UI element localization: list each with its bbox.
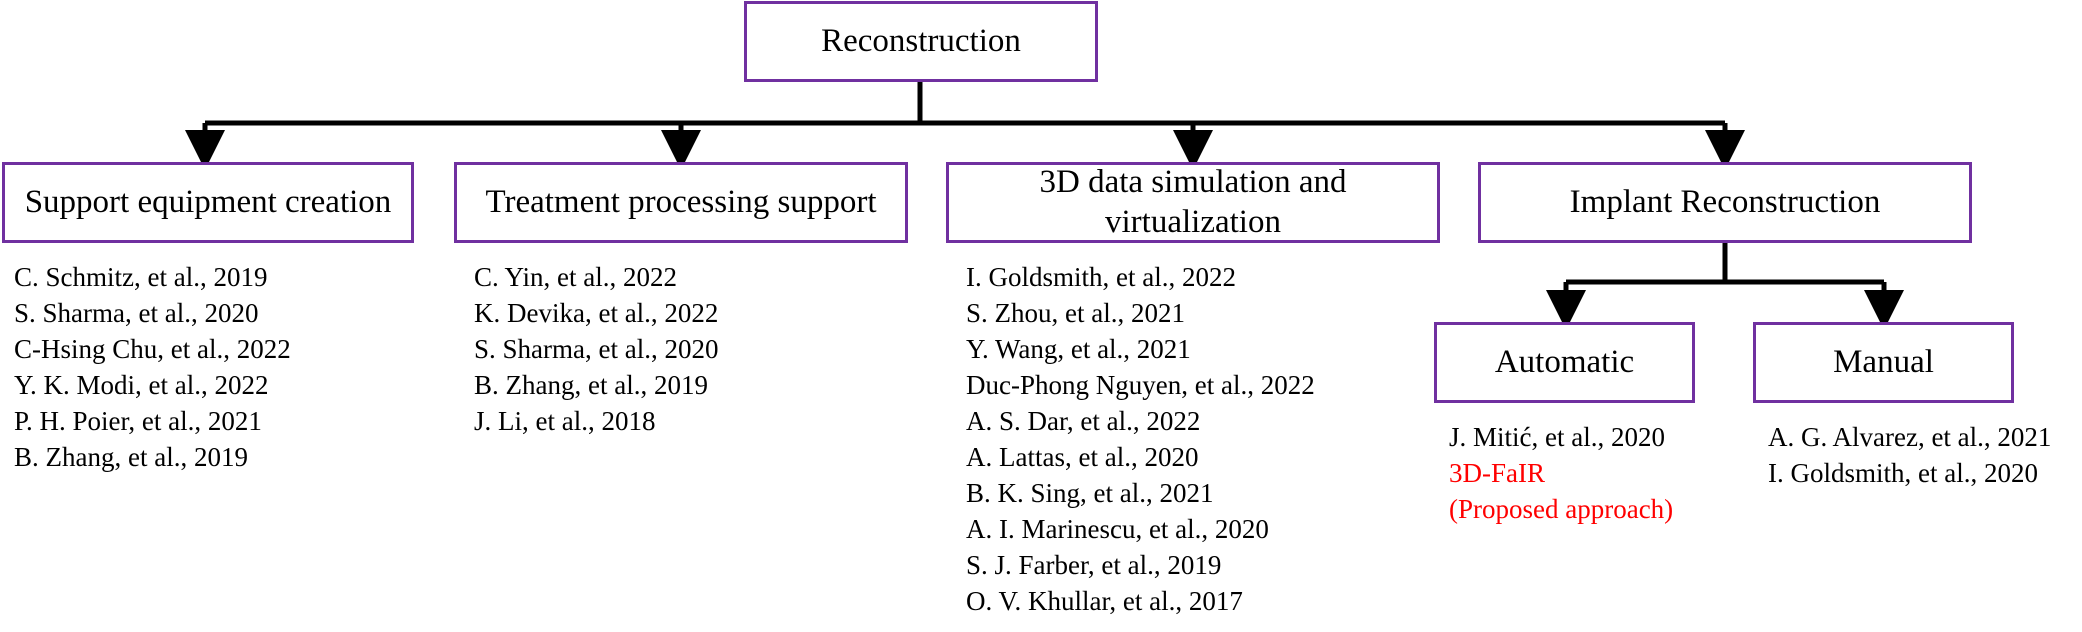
node-3d-simulation: 3D data simulation and virtualization xyxy=(946,162,1440,243)
ref-item: S. Zhou, et al., 2021 xyxy=(966,298,1185,328)
node-label: Treatment processing support xyxy=(485,183,877,220)
ref-item: S. Sharma, et al., 2020 xyxy=(14,298,259,328)
node-label-line1: 3D data simulation and xyxy=(1039,163,1347,200)
ref-item: C-Hsing Chu, et al., 2022 xyxy=(14,334,291,364)
ref-list-automatic: J. Mitić, et al., 2020 3D-FaIR (Proposed… xyxy=(1449,419,1673,527)
node-treatment-processing: Treatment processing support xyxy=(454,162,908,243)
ref-item: A. G. Alvarez, et al., 2021 xyxy=(1768,422,2052,452)
node-automatic: Automatic xyxy=(1434,322,1695,403)
ref-item: O. V. Khullar, et al., 2017 xyxy=(966,586,1243,616)
ref-list-manual: A. G. Alvarez, et al., 2021 I. Goldsmith… xyxy=(1768,419,2051,491)
ref-item: C. Yin, et al., 2022 xyxy=(474,262,677,292)
ref-item: B. K. Sing, et al., 2021 xyxy=(966,478,1214,508)
ref-item: J. Li, et al., 2018 xyxy=(474,406,656,436)
ref-item: S. J. Farber, et al., 2019 xyxy=(966,550,1222,580)
root-label: Reconstruction xyxy=(821,22,1021,59)
ref-item: B. Zhang, et al., 2019 xyxy=(474,370,708,400)
ref-item: K. Devika, et al., 2022 xyxy=(474,298,719,328)
node-label: Automatic xyxy=(1494,343,1635,380)
ref-item: I. Goldsmith, et al., 2020 xyxy=(1768,458,2038,488)
ref-list-treatment: C. Yin, et al., 2022 K. Devika, et al., … xyxy=(474,259,718,439)
node-label-line2: virtualization xyxy=(1105,203,1281,240)
ref-item: A. I. Marinescu, et al., 2020 xyxy=(966,514,1269,544)
ref-item: I. Goldsmith, et al., 2022 xyxy=(966,262,1236,292)
ref-item: Y. Wang, et al., 2021 xyxy=(966,334,1191,364)
ref-item: S. Sharma, et al., 2020 xyxy=(474,334,719,364)
ref-item: J. Mitić, et al., 2020 xyxy=(1449,422,1665,452)
ref-item: A. S. Dar, et al., 2022 xyxy=(966,406,1201,436)
proposed-method-label: 3D-FaIR xyxy=(1449,458,1545,488)
node-implant-reconstruction: Implant Reconstruction xyxy=(1478,162,1972,243)
ref-item: A. Lattas, et al., 2020 xyxy=(966,442,1199,472)
node-manual: Manual xyxy=(1753,322,2014,403)
ref-list-support: C. Schmitz, et al., 2019 S. Sharma, et a… xyxy=(14,259,291,475)
proposed-approach-note: (Proposed approach) xyxy=(1449,494,1674,524)
node-support-equipment: Support equipment creation xyxy=(2,162,414,243)
ref-item: Duc-Phong Nguyen, et al., 2022 xyxy=(966,370,1315,400)
node-label: Implant Reconstruction xyxy=(1569,183,1881,220)
ref-list-simulation: I. Goldsmith, et al., 2022 S. Zhou, et a… xyxy=(966,259,1315,619)
ref-item: C. Schmitz, et al., 2019 xyxy=(14,262,268,292)
node-label: Support equipment creation xyxy=(24,183,392,220)
ref-item: B. Zhang, et al., 2019 xyxy=(14,442,248,472)
root-node: Reconstruction xyxy=(744,1,1098,82)
ref-item: Y. K. Modi, et al., 2022 xyxy=(14,370,269,400)
node-label: Manual xyxy=(1833,343,1934,380)
ref-item: P. H. Poier, et al., 2021 xyxy=(14,406,262,436)
